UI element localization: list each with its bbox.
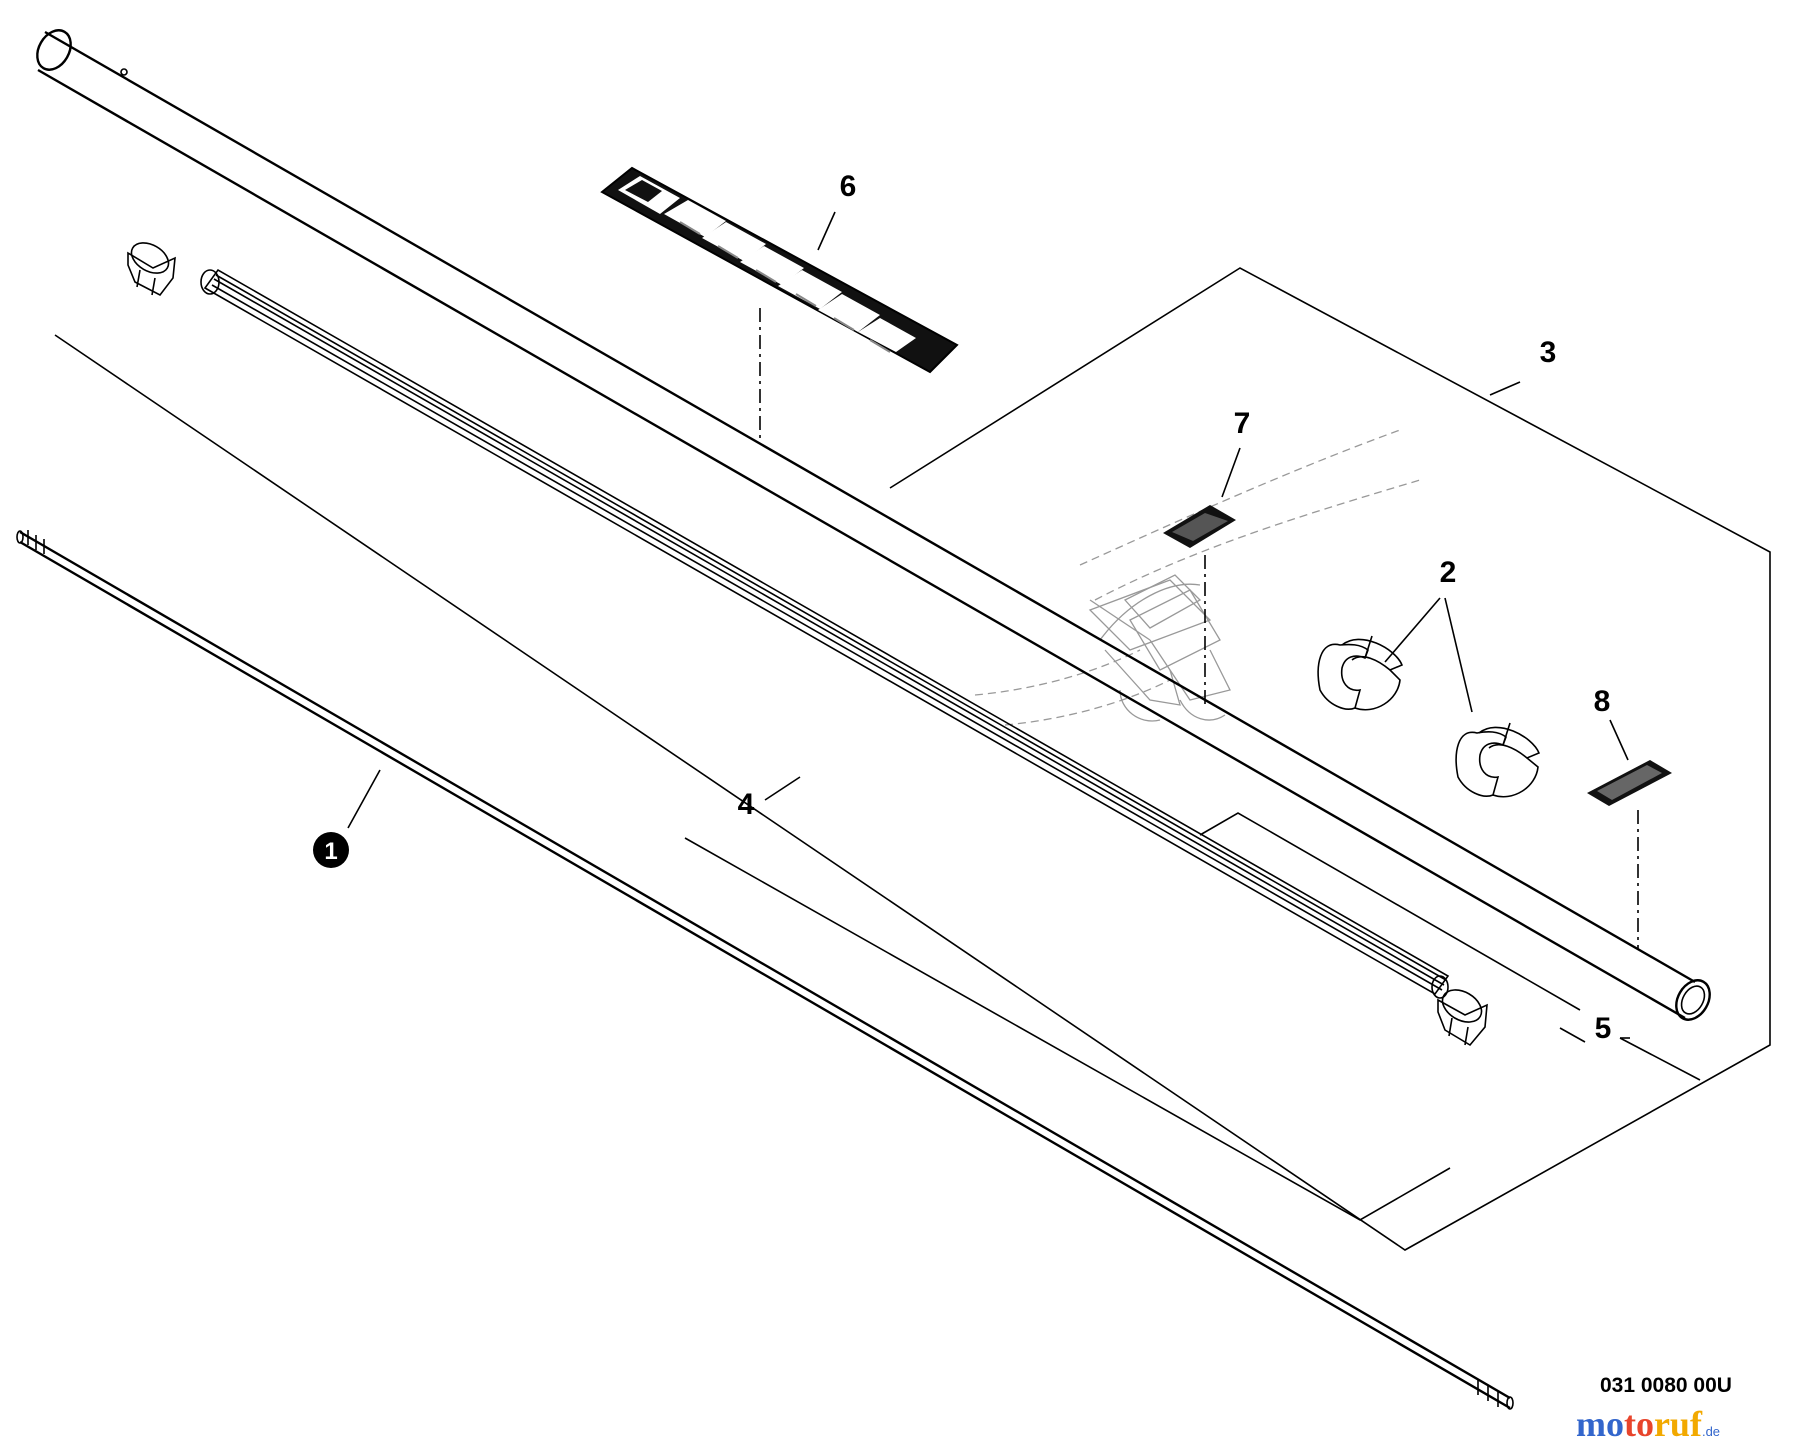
watermark-tld: .de (1702, 1424, 1720, 1439)
assembly-bracket-5 (1199, 812, 1581, 1011)
svg-text:motoruf.de: motoruf.de (1576, 1404, 1720, 1444)
callout-1: 1 (313, 832, 349, 868)
callout-1-label: 1 (324, 838, 337, 865)
drawing-number: 031 0080 00U (1600, 1374, 1732, 1397)
watermark-ruf: ruf (1654, 1404, 1703, 1444)
callout-4: 4 (738, 788, 755, 821)
safety-decal-part-6 (600, 166, 959, 440)
callout-6: 6 (840, 170, 857, 203)
callout-5: 5 (1595, 1012, 1612, 1045)
label-part-8 (1587, 719, 1672, 950)
hanger-clip-part-2-b (1455, 722, 1541, 798)
bushing-lower (1437, 989, 1488, 1047)
label-part-7 (1163, 447, 1241, 705)
callout-2: 2 (1440, 556, 1457, 589)
assembly-bracket-3 (54, 267, 1771, 1251)
assembly-bracket-4 (684, 837, 1451, 1221)
shaft-liner-part-4 (200, 268, 1450, 999)
bushing-upper (127, 242, 176, 297)
watermark-mo: mo (1576, 1404, 1624, 1444)
hanger-clip-part-2-a (1317, 635, 1404, 711)
callout-3: 3 (1540, 336, 1557, 369)
drive-tube-part-3 (36, 29, 1711, 1021)
drive-shaft-part-1 (16, 530, 1514, 1410)
callout-8: 8 (1594, 685, 1611, 718)
watermark-logo: motoruf.de (1576, 1404, 1720, 1444)
callout-7: 7 (1234, 407, 1251, 440)
watermark-to: to (1624, 1404, 1654, 1444)
reference-engine-outline (974, 429, 1421, 726)
